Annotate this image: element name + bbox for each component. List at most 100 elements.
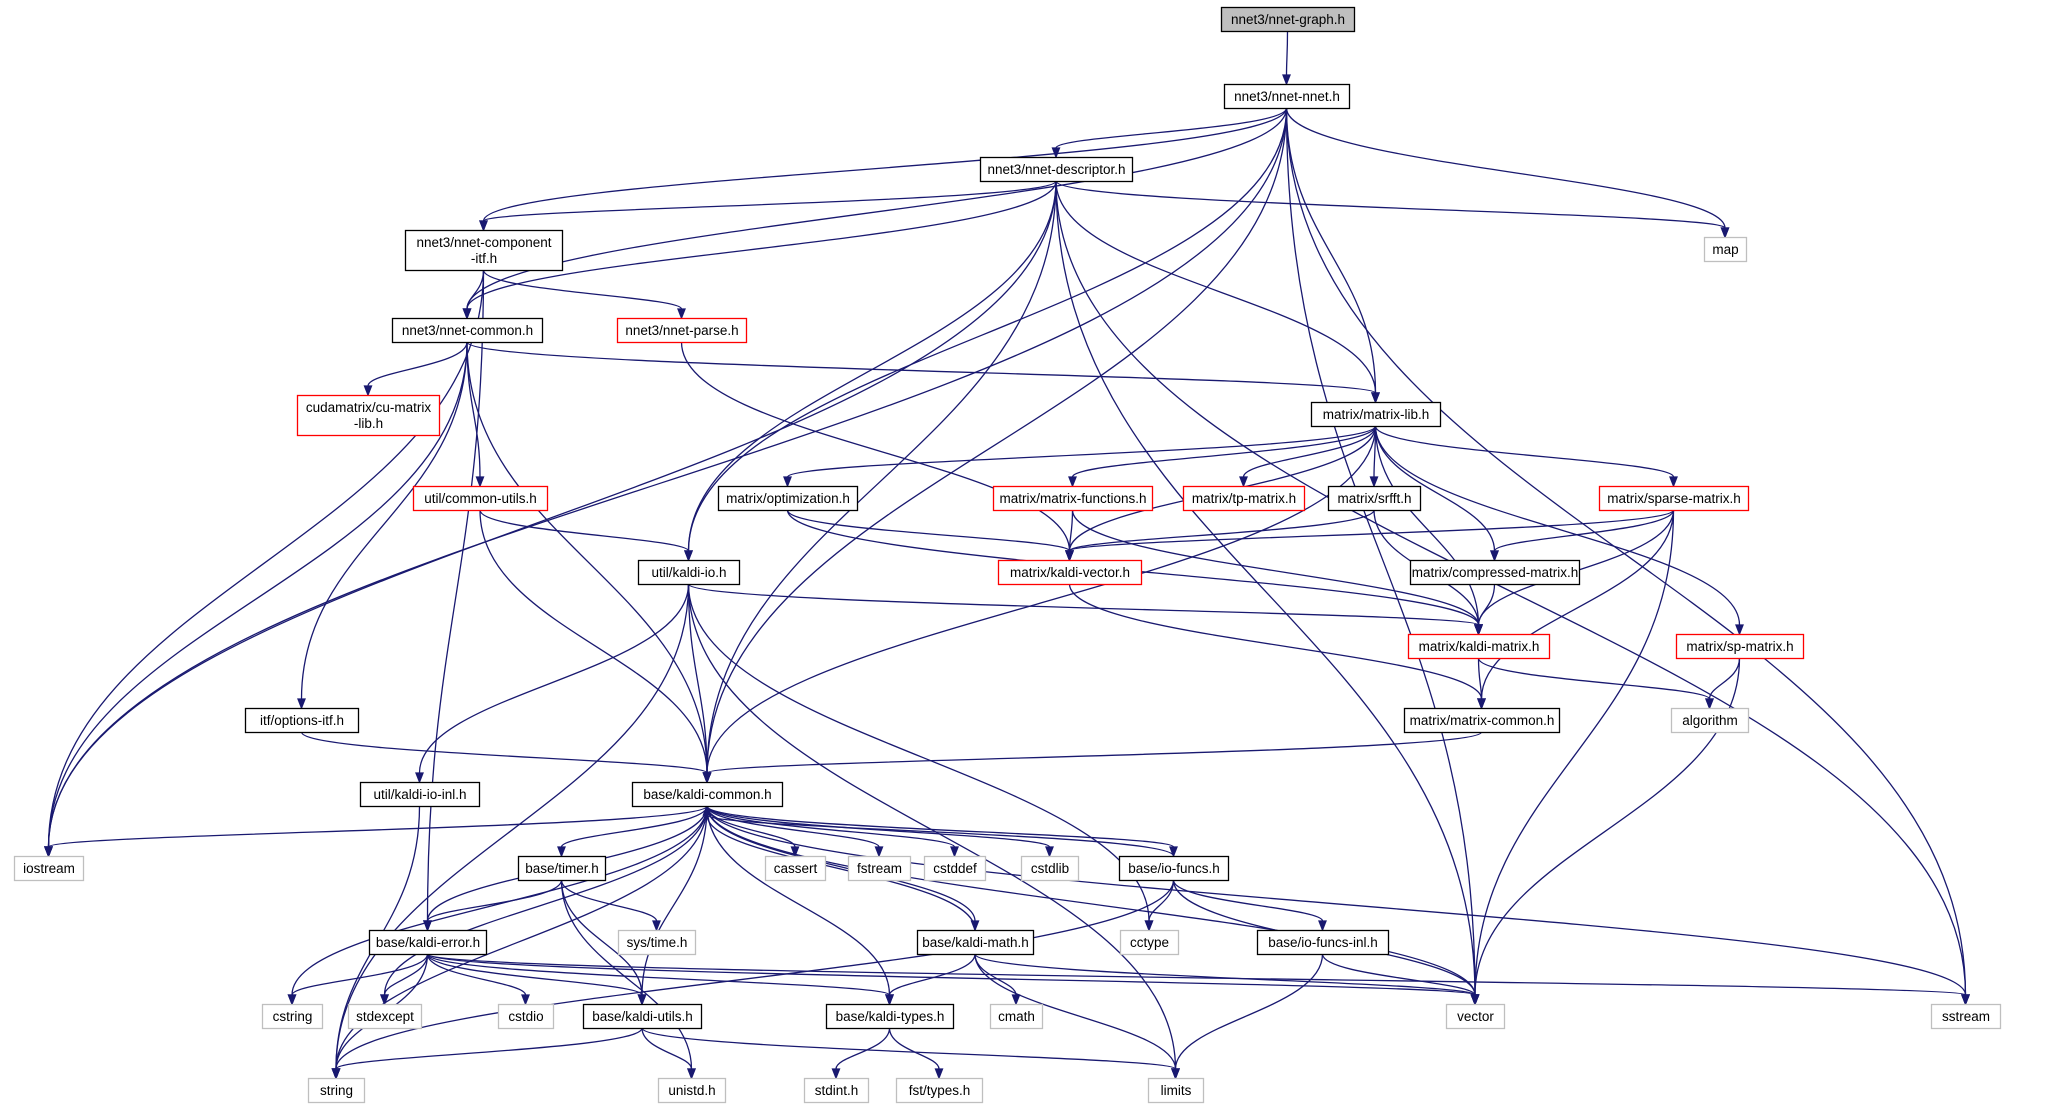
node-matrix-functions[interactable]: matrix/matrix-functions.h: [992, 485, 1154, 512]
node-cstdio: cstdio: [497, 1003, 555, 1030]
node-tp-matrix[interactable]: matrix/tp-matrix.h: [1182, 485, 1306, 512]
edge-line: [706, 805, 1051, 848]
arrowhead: [1282, 74, 1291, 86]
node-nnet-descriptor[interactable]: nnet3/nnet-descriptor.h: [979, 156, 1134, 183]
arrowhead: [1171, 1068, 1180, 1080]
node-label: unistd.h: [668, 1083, 715, 1098]
edge-nnet_nnet-to-matrix_lib: [1285, 107, 1380, 404]
node-label: nnet3/nnet-component: [416, 235, 551, 250]
edge-kaldi_error-to-vector: [426, 953, 1480, 1006]
node-nnet-nnet[interactable]: nnet3/nnet-nnet.h: [1223, 83, 1351, 110]
node-kaldi-vector[interactable]: matrix/kaldi-vector.h: [997, 559, 1143, 586]
node-label: matrix/srfft.h: [1337, 491, 1411, 506]
edge-common_utils-to-kaldi_io: [479, 509, 693, 562]
edge-line: [560, 879, 693, 1070]
node-kaldi-io[interactable]: util/kaldi-io.h: [637, 559, 741, 586]
edge-matrix_lib-to-tp_matrix: [1239, 425, 1377, 488]
edge-nnet_nnet-to-vector: [1285, 107, 1480, 1006]
node-box: [717, 485, 859, 512]
node-cu-matrix-lib[interactable]: cudamatrix/cu-matrix-lib.h: [296, 394, 441, 437]
edge-line: [687, 583, 1177, 1070]
node-iostream: iostream: [13, 855, 85, 882]
node-kaldi-math[interactable]: base/kaldi-math.h: [916, 929, 1035, 956]
edge-line: [786, 509, 1071, 552]
edge-kaldi_common-to-io_funcs: [706, 805, 1178, 858]
node-label: sstream: [1942, 1009, 1990, 1024]
node-base-timer[interactable]: base/timer.h: [517, 855, 607, 882]
edge-line: [1477, 657, 1711, 700]
arrowhead: [831, 1068, 841, 1080]
node-kaldi-matrix[interactable]: matrix/kaldi-matrix.h: [1407, 633, 1551, 660]
node-label: cstring: [273, 1009, 313, 1024]
arrowhead: [1051, 147, 1061, 159]
node-compressed-matrix[interactable]: matrix/compressed-matrix.h: [1409, 559, 1581, 586]
node-options-itf[interactable]: itf/options-itf.h: [244, 707, 360, 734]
edge-line: [706, 805, 1175, 848]
node-box: [1118, 855, 1230, 882]
node-matrix-lib[interactable]: matrix/matrix-lib.h: [1310, 401, 1442, 428]
arrowhead: [1045, 846, 1054, 858]
edge-kaldi_error-to-stdexcept: [380, 953, 429, 1006]
edge-line: [47, 341, 468, 848]
node-kaldi-io-inl[interactable]: util/kaldi-io-inl.h: [359, 781, 481, 808]
node-sparse-matrix[interactable]: matrix/sparse-matrix.h: [1598, 485, 1750, 512]
node-optimization[interactable]: matrix/optimization.h: [717, 485, 859, 512]
edge-kaldi_utils-to-limits: [641, 1027, 1180, 1080]
node-label: util/kaldi-io.h: [651, 565, 726, 580]
arrowhead: [1011, 994, 1021, 1006]
node-label: cstdio: [508, 1009, 543, 1024]
node-box: [13, 855, 85, 882]
node-srfft[interactable]: matrix/srfft.h: [1327, 485, 1422, 512]
arrowhead: [479, 220, 488, 232]
node-sp-matrix[interactable]: matrix/sp-matrix.h: [1675, 633, 1805, 660]
edge-line: [706, 107, 1288, 774]
node-box: [368, 929, 488, 956]
node-nnet-common[interactable]: nnet3/nnet-common.h: [391, 317, 544, 344]
node-nnet-graph[interactable]: nnet3/nnet-graph.h: [1220, 6, 1356, 33]
edge-line: [706, 805, 891, 996]
node-io-funcs[interactable]: base/io-funcs.h: [1118, 855, 1230, 882]
node-io-funcs-inl[interactable]: base/io-funcs-inl.h: [1256, 929, 1390, 956]
edge-kaldi_utils-to-unistd: [641, 1027, 696, 1080]
edge-line: [479, 509, 690, 552]
node-box: [1675, 633, 1805, 660]
node-cctype: cctype: [1119, 929, 1180, 956]
node-matrix-common[interactable]: matrix/matrix-common.h: [1403, 707, 1561, 734]
arrowhead: [1065, 550, 1074, 562]
node-kaldi-error[interactable]: base/kaldi-error.h: [368, 929, 488, 956]
node-kaldi-common[interactable]: base/kaldi-common.h: [631, 781, 784, 808]
edge-nnet_common-to-options_itf: [297, 341, 468, 710]
edge-line: [641, 1027, 693, 1070]
arrowhead: [1371, 392, 1380, 404]
node-nnet-component-itf[interactable]: nnet3/nnet-component-itf.h: [404, 229, 564, 272]
edge-nnet_nnet-to-nnet_common: [462, 107, 1288, 320]
edge-line: [47, 805, 708, 848]
node-box: [657, 1077, 727, 1104]
node-nnet-parse[interactable]: nnet3/nnet-parse.h: [616, 317, 748, 344]
arrowhead: [1735, 624, 1744, 636]
edge-line: [706, 805, 1476, 996]
edge-line: [383, 953, 429, 996]
edge-kaldi_utils-to-string: [331, 1027, 643, 1080]
arrowhead: [702, 804, 712, 816]
node-label: iostream: [23, 861, 75, 876]
node-box: [359, 781, 481, 808]
arrowhead: [1169, 846, 1178, 858]
node-box: [296, 394, 441, 437]
node-box: [631, 781, 784, 808]
edge-line: [426, 953, 527, 996]
node-box: [497, 1003, 555, 1030]
edge-kaldi_common-to-kaldi_utils: [637, 805, 708, 1006]
edge-nnet_parse-to-kaldi_vector: [680, 341, 1074, 562]
edge-nnet_nnet-to-nnet_descriptor: [1051, 107, 1288, 159]
node-kaldi-types[interactable]: base/kaldi-types.h: [825, 1003, 955, 1030]
edge-options_itf-to-kaldi_common: [300, 731, 712, 784]
node-kaldi-utils[interactable]: base/kaldi-utils.h: [582, 1003, 703, 1030]
node-common-utils[interactable]: util/common-utils.h: [412, 485, 549, 512]
node-label: base/kaldi-math.h: [922, 935, 1029, 950]
arrowhead: [475, 476, 485, 488]
edge-line: [1708, 657, 1741, 700]
edge-nnet_common-to-cu_matrix_lib: [363, 341, 468, 397]
node-algorithm: algorithm: [1670, 707, 1750, 734]
arrowhead: [1318, 920, 1327, 932]
